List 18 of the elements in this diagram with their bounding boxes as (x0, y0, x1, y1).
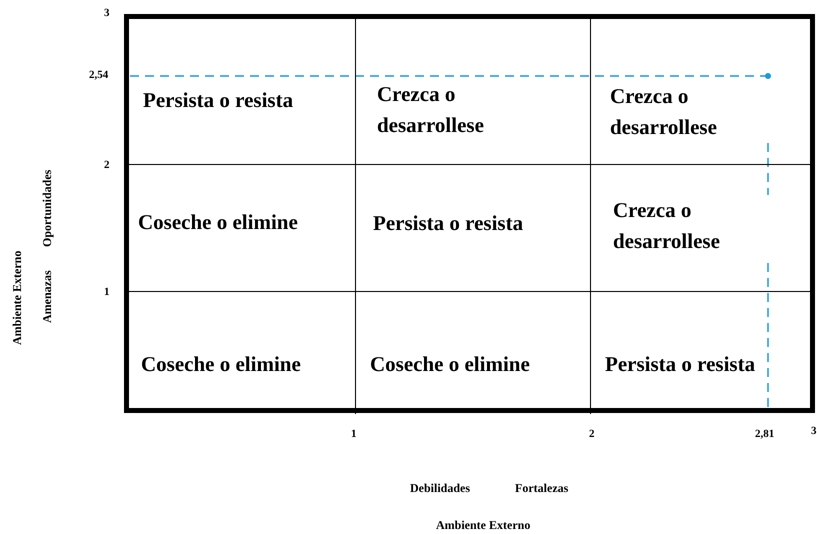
axis-tick-label: 2 (104, 159, 110, 171)
axis-tick-label: 1 (351, 428, 356, 440)
axis-title: Ambiente Externo (10, 250, 25, 345)
axis-title: Fortalezas (515, 481, 568, 496)
axis-title: Debilidades (410, 481, 470, 496)
axis-title: Oportunidades (40, 170, 55, 247)
axis-tick-label: 3 (104, 7, 110, 19)
matrix-cell (129, 165, 356, 292)
matrix-cell (356, 165, 591, 292)
axis-tick-label: 2,54 (89, 69, 108, 81)
matrix-cell (129, 19, 356, 165)
axis-title: Amenazas (40, 270, 55, 323)
matrix-cell (356, 19, 591, 165)
axis-tick-label: 1 (104, 286, 110, 298)
axis-tick-label: 2,81 (755, 428, 774, 440)
axis-tick-label: 3 (811, 425, 816, 437)
axis-tick-label: 2 (589, 428, 594, 440)
axis-title: Ambiente Externo (436, 518, 530, 533)
